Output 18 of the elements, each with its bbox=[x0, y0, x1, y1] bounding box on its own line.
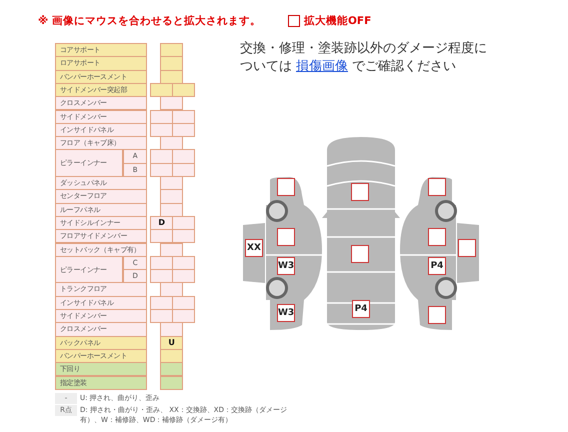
marker-box bbox=[277, 178, 295, 196]
marker-box bbox=[428, 306, 446, 324]
link: 損傷画像 bbox=[296, 59, 348, 74]
instruction-text: 交換・修理・塗装跡以外のダメージ程度については 損傷画像 でご確認ください bbox=[240, 40, 488, 76]
notice-text: ※ 画像にマウスを合わせると拡大されます。 bbox=[38, 14, 261, 28]
marker-box bbox=[351, 245, 369, 263]
value-cell: U bbox=[160, 336, 183, 350]
damage-code-box: W3 bbox=[277, 304, 295, 322]
marker-box bbox=[351, 183, 369, 201]
zoom-toggle-checkbox: 拡大機能OFF bbox=[288, 14, 372, 28]
marker-box bbox=[458, 239, 476, 257]
damage-code-box: P4 bbox=[428, 257, 446, 275]
damage-code-box: XX bbox=[245, 239, 263, 257]
marker-box bbox=[428, 228, 446, 246]
damage-code-box: W3 bbox=[277, 257, 295, 275]
damage-code-box: P4 bbox=[352, 300, 370, 318]
marker-box bbox=[428, 178, 446, 196]
marker-box bbox=[277, 228, 295, 246]
